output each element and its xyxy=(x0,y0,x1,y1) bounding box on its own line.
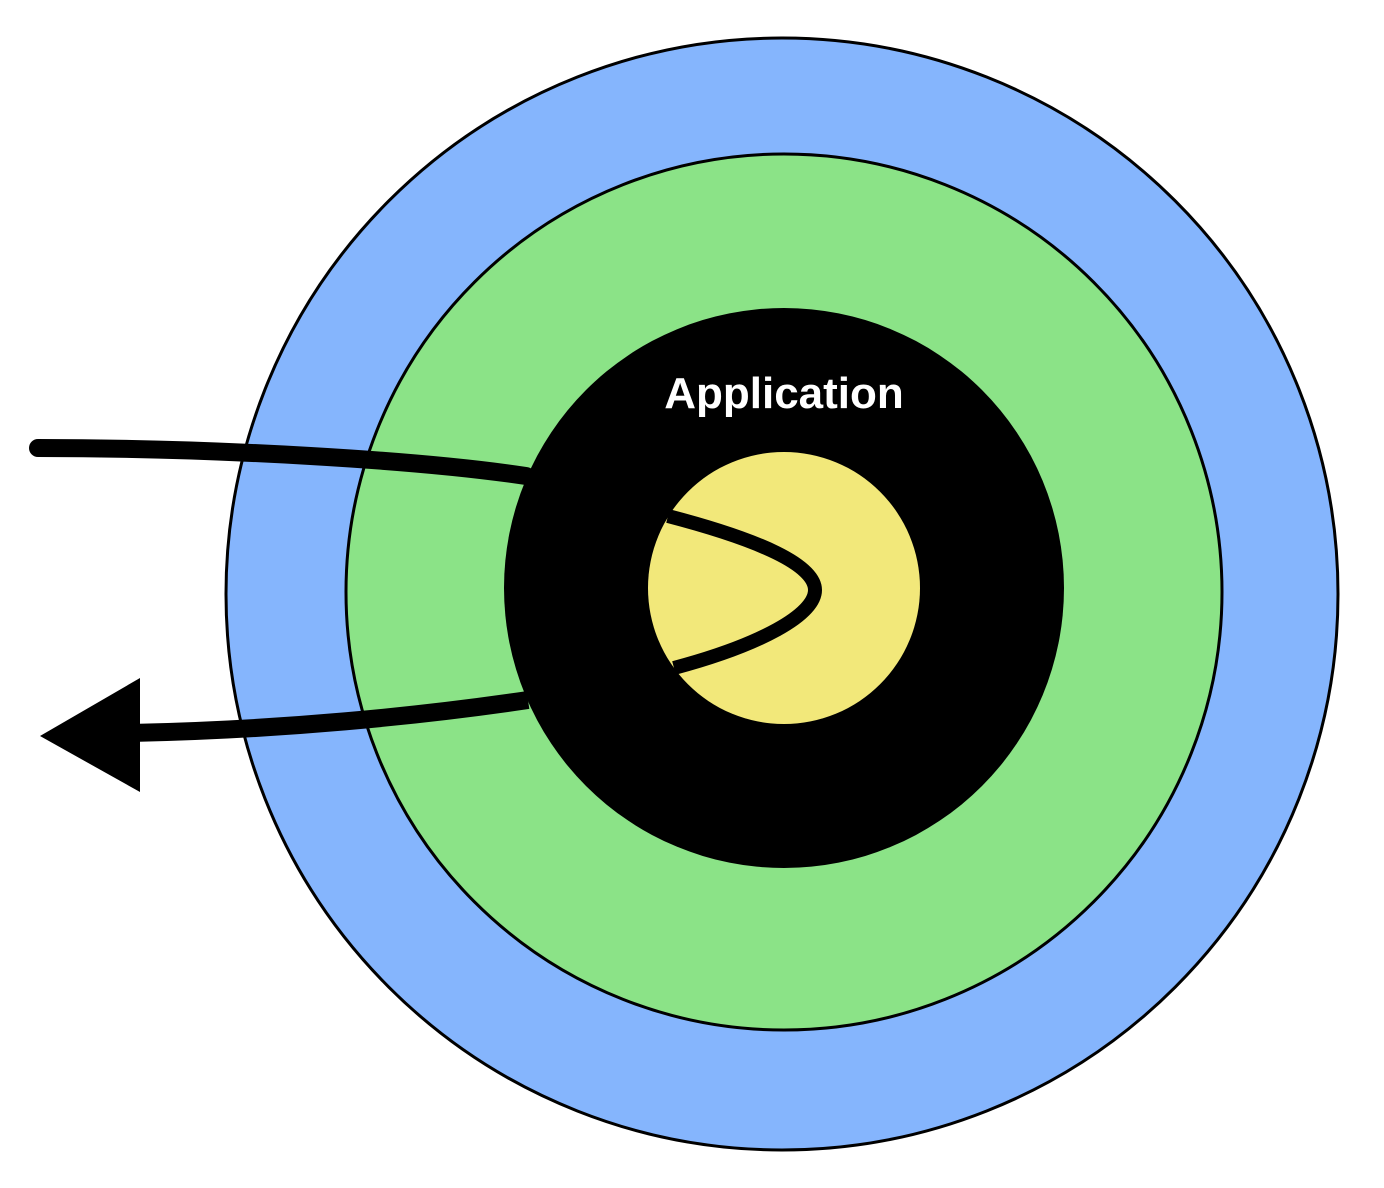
incoming-flow-line xyxy=(29,439,535,485)
turnaround-curve xyxy=(666,509,823,675)
arrowhead-icon xyxy=(40,678,140,792)
application-label: Application xyxy=(664,369,904,418)
core-layer xyxy=(648,452,920,724)
outgoing-flow-line xyxy=(129,691,530,742)
